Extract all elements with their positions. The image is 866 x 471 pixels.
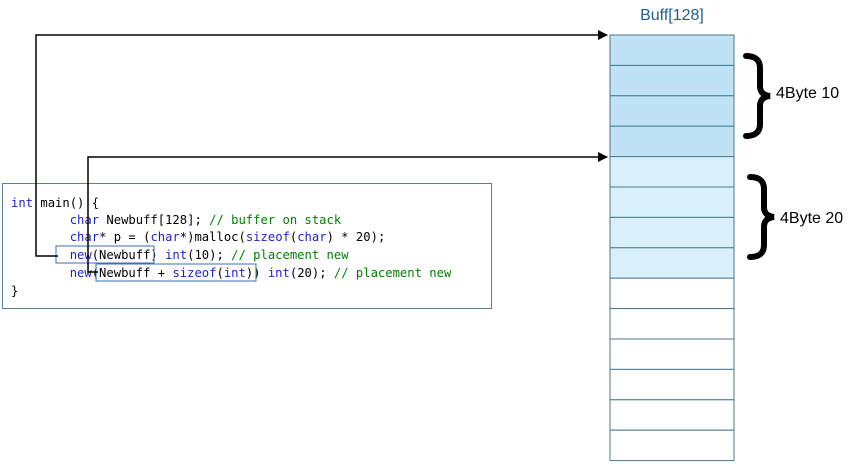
code-keyword: sizeof xyxy=(245,230,290,244)
brace-int10 xyxy=(743,53,771,139)
code-text xyxy=(11,248,70,262)
code-text: ) * 20); xyxy=(326,230,386,244)
code-text: (Newbuff) xyxy=(91,248,166,262)
code-comment: // placement new xyxy=(333,266,452,280)
buffer-cell xyxy=(609,125,735,158)
buffer-cell xyxy=(609,186,735,218)
code-panel: int main() { char Newbuff[128]; // buffe… xyxy=(2,183,492,309)
code-line: char Newbuff[128]; // buffer on stack xyxy=(11,212,342,228)
code-text: Newbuff[128]; xyxy=(99,213,210,227)
code-text xyxy=(11,266,70,280)
code-keyword: int xyxy=(267,266,290,280)
code-keyword: char xyxy=(69,230,100,244)
code-text: main() { xyxy=(33,196,100,210)
code-keyword: new xyxy=(69,266,92,280)
buffer-title: Buff[128] xyxy=(640,7,704,24)
buffer-cell xyxy=(609,338,735,370)
code-text: (10); xyxy=(187,248,232,262)
buffer-cell xyxy=(609,429,735,462)
code-comment: // placement new xyxy=(231,248,349,262)
code-keyword: sizeof xyxy=(172,266,217,280)
code-text: * p = ( xyxy=(99,230,151,244)
code-text: )) xyxy=(245,266,268,280)
buffer-cell xyxy=(609,277,735,310)
buffer-cell xyxy=(609,399,735,431)
code-keyword: new xyxy=(69,248,92,262)
code-keyword: int xyxy=(11,196,34,210)
code-line: int main() { xyxy=(11,195,99,211)
code-line: new(Newbuff) int(10); // placement new xyxy=(11,247,349,263)
buffer-cell xyxy=(609,34,735,66)
brace-label-int20: 4Byte 20 xyxy=(780,210,844,227)
brace-int20 xyxy=(747,174,775,260)
code-line: } xyxy=(11,283,18,299)
buffer-cells xyxy=(609,34,735,462)
code-text xyxy=(11,213,70,227)
buffer-cell xyxy=(609,308,735,340)
code-text xyxy=(11,230,70,244)
buffer-cell xyxy=(609,156,735,188)
buffer-cell xyxy=(609,216,735,249)
buffer-cell xyxy=(609,64,735,97)
buffer-cell xyxy=(609,247,735,279)
buffer-cell xyxy=(609,95,735,127)
code-text: *)malloc( xyxy=(179,230,246,244)
code-text: (Newbuff + xyxy=(91,266,173,280)
brace-label-int10: 4Byte 10 xyxy=(776,85,840,102)
code-text: } xyxy=(11,284,19,298)
code-text: ( xyxy=(216,266,224,280)
code-keyword: char xyxy=(69,213,100,227)
buffer-cell xyxy=(609,368,735,401)
code-text: (20); xyxy=(289,266,334,280)
code-comment: // buffer on stack xyxy=(209,213,342,227)
code-keyword: char xyxy=(297,230,327,244)
code-line: char* p = (char*)malloc(sizeof(char) * 2… xyxy=(11,229,386,245)
code-keyword: int xyxy=(223,266,246,280)
code-keyword: char xyxy=(150,230,180,244)
code-keyword: int xyxy=(165,248,188,262)
code-line: new(Newbuff + sizeof(int)) int(20); // p… xyxy=(11,265,452,281)
